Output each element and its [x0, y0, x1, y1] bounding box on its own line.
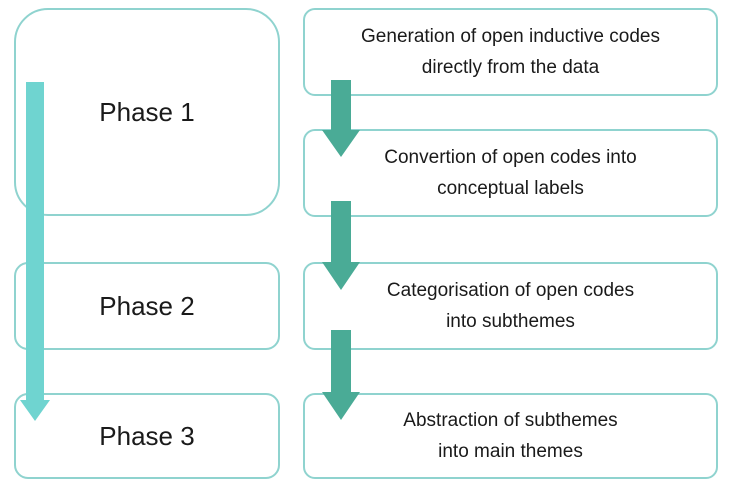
- step-4-line-1: Abstraction of subthemes: [403, 410, 618, 431]
- phase-1-label: Phase 1: [99, 96, 195, 127]
- phase-2-label: Phase 2: [99, 290, 195, 321]
- step-2-line-1: Convertion of open codes into: [384, 147, 637, 168]
- step-1-line-1: Generation of open inductive codes: [361, 26, 660, 47]
- step-2-box: Convertion of open codes into conceptual…: [303, 129, 718, 217]
- phase-3-label: Phase 3: [99, 420, 195, 451]
- step-4-box: Abstraction of subthemes into main theme…: [303, 393, 718, 479]
- step-3-box: Categorisation of open codes into subthe…: [303, 262, 718, 350]
- step-3-line-1: Categorisation of open codes: [386, 280, 635, 301]
- phase-2-box: Phase 2: [14, 262, 280, 350]
- step-4-line-2: into main themes: [438, 441, 583, 462]
- step-1-line-2: directly from the data: [421, 57, 600, 78]
- phase-3-box: Phase 3: [14, 393, 280, 479]
- step-2-line-2: conceptual labels: [437, 178, 584, 199]
- step-1-box: Generation of open inductive codes direc…: [303, 8, 718, 96]
- step-3-line-2: into subthemes: [446, 311, 575, 332]
- phase-1-box: Phase 1: [14, 8, 280, 216]
